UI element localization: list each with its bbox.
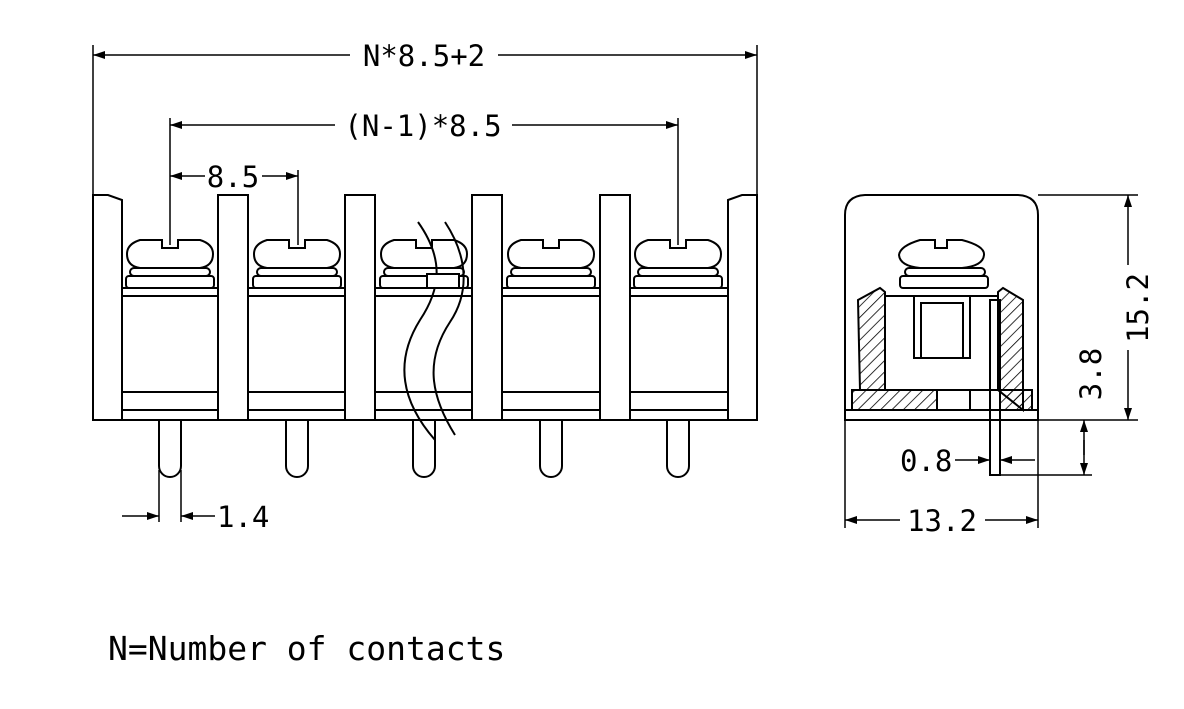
side-housing-outline (844, 194, 1039, 411)
dimension-pitch-span: (N-1)*8.5 (169, 109, 679, 245)
pins (158, 420, 690, 478)
dimension-pitch: 8.5 (170, 160, 299, 245)
dimension-pin-thickness: 0.8 (900, 444, 1035, 478)
dimension-overall-width: N*8.5+2 (92, 39, 758, 195)
side-pin (989, 299, 1001, 476)
terminal-body (92, 287, 758, 421)
dim-pitch-span-label: (N-1)*8.5 (344, 109, 501, 143)
dim-pitch-label: 8.5 (207, 160, 259, 194)
screw-1 (125, 239, 215, 289)
screws (125, 239, 723, 289)
pin-5 (666, 420, 690, 478)
dimension-pin-length: 3.8 (1000, 348, 1108, 476)
side-view: 15.2 3.8 0.8 13.2 (844, 194, 1155, 538)
dim-pin-length-label: 3.8 (1074, 348, 1108, 400)
dim-pin-width-label: 1.4 (217, 500, 269, 534)
clamp-section (851, 286, 1033, 413)
wire (403, 221, 465, 441)
pin-4 (539, 420, 563, 478)
screw-2 (252, 239, 342, 289)
contacts-note: N=Number of contacts (108, 629, 505, 668)
front-view: N*8.5+2 (N-1)*8.5 8.5 1.4 (92, 39, 758, 534)
screw-4 (506, 239, 596, 289)
dim-width-label: 13.2 (907, 504, 977, 538)
dimension-width: 13.2 (844, 420, 1039, 538)
pin-3 (412, 420, 436, 478)
barriers (92, 194, 758, 421)
dim-overall-width-label: N*8.5+2 (363, 39, 485, 73)
side-screw (897, 239, 989, 289)
dimension-height: 15.2 (1038, 194, 1155, 421)
dim-pin-thickness-label: 0.8 (900, 444, 952, 478)
pin-1 (158, 420, 182, 478)
dimension-pin-width: 1.4 (122, 470, 269, 534)
dim-height-label: 15.2 (1121, 273, 1155, 343)
screw-5 (633, 239, 723, 289)
pin-2 (285, 420, 309, 478)
